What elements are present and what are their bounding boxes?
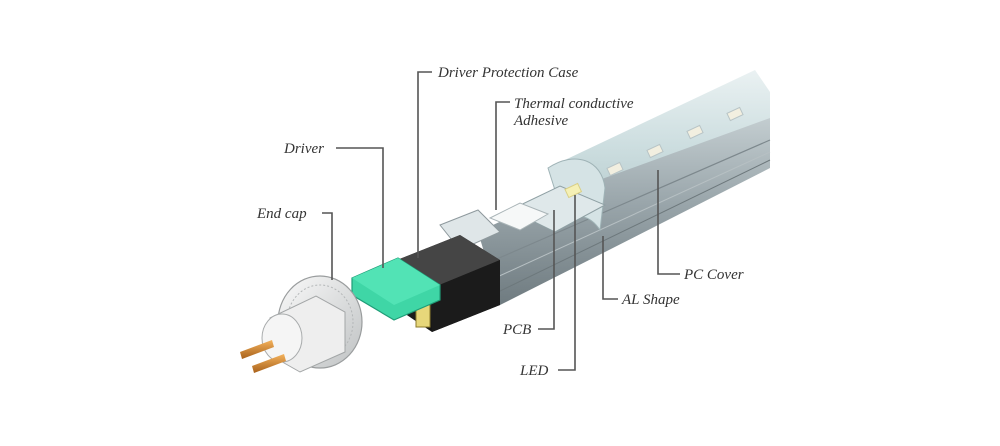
- leader-thermal-adhesive: [495, 101, 510, 210]
- leader-led: [558, 195, 576, 371]
- label-driver: Driver: [283, 141, 324, 157]
- thermal-adhesive: [488, 202, 550, 231]
- end-cap: [240, 275, 363, 373]
- label-pcb: PCB: [502, 322, 531, 338]
- leader-lines: [322, 71, 680, 371]
- led-chip: [564, 182, 583, 199]
- label-end-cap: End cap: [256, 206, 307, 222]
- label-al-shape: AL Shape: [621, 292, 680, 308]
- labels: Driver Protection Case Thermal conductiv…: [256, 65, 744, 379]
- leader-pcb: [538, 210, 555, 330]
- al-shape-body: [478, 118, 770, 305]
- leader-pc-cover: [657, 170, 680, 275]
- leader-al-shape: [602, 236, 618, 300]
- pins: [240, 340, 286, 373]
- leader-driver: [336, 147, 384, 268]
- label-led: LED: [519, 363, 549, 379]
- led-chip: [646, 143, 664, 159]
- led-chip: [686, 124, 704, 140]
- label-thermal-line1: Thermal conductive: [514, 96, 634, 112]
- led-chip: [606, 161, 624, 177]
- label-driver-protection-case: Driver Protection Case: [437, 65, 579, 81]
- label-thermal-line2: Adhesive: [513, 113, 568, 129]
- leader-driver-protection-case: [417, 71, 432, 258]
- label-pc-cover: PC Cover: [683, 267, 744, 283]
- led-chip: [726, 106, 744, 122]
- leader-end-cap: [322, 212, 333, 280]
- led-chips: [564, 106, 744, 199]
